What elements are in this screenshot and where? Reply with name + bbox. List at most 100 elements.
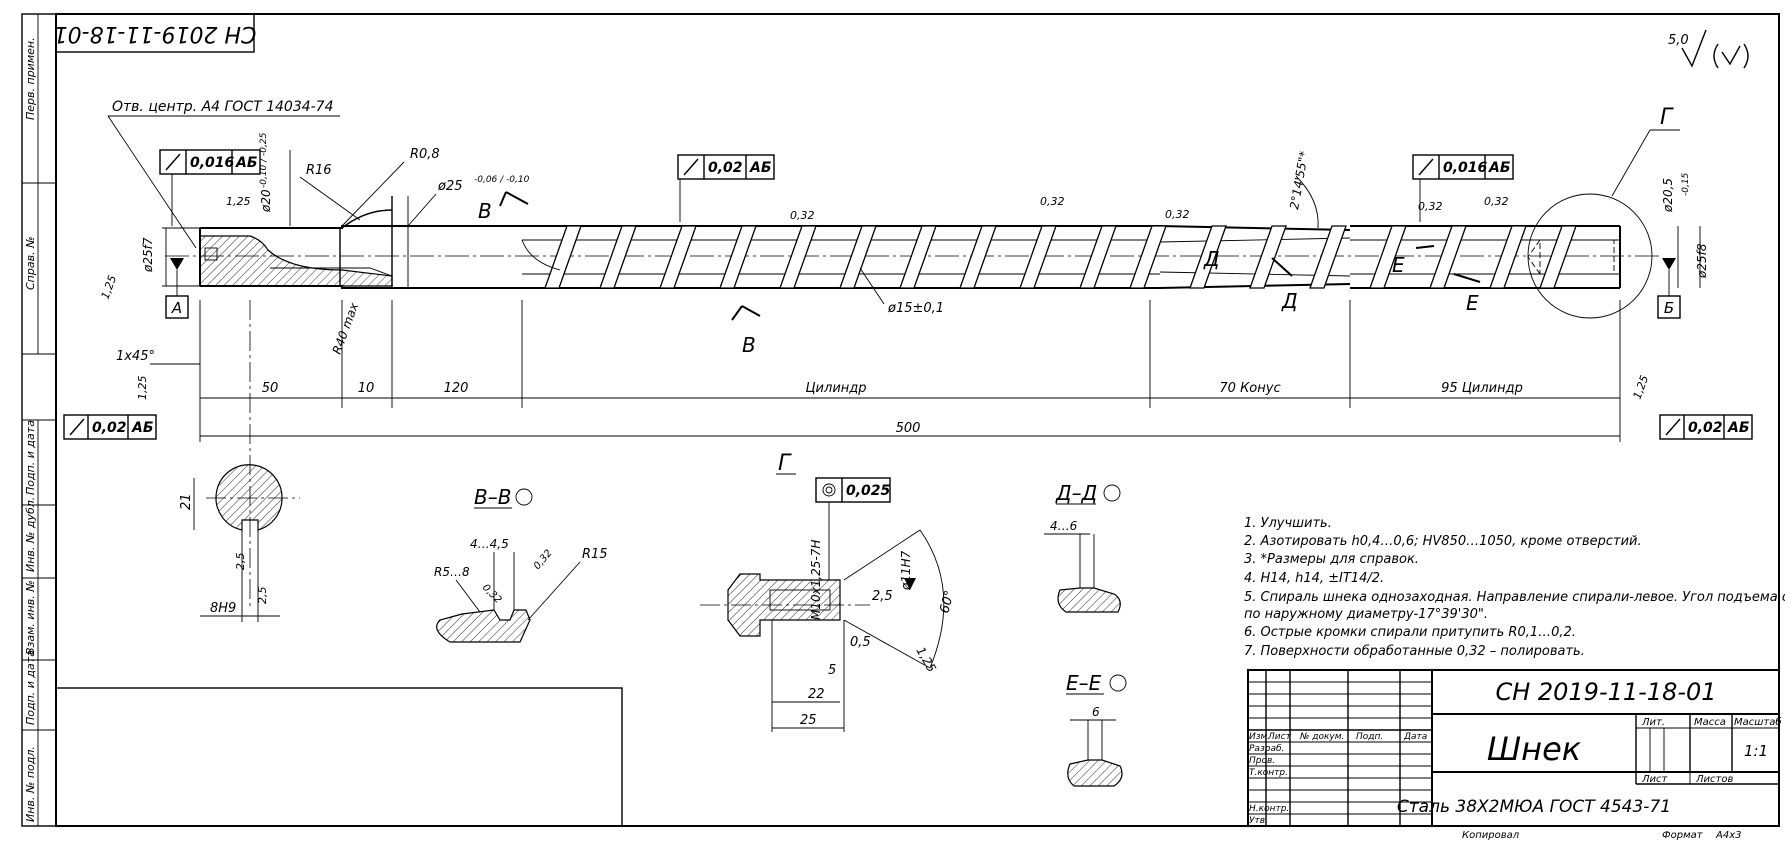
title-doc-no: СН 2019-11-18-01 (1495, 678, 1716, 706)
svg-text:1,25: 1,25 (99, 274, 120, 301)
strip-perv-primen: Перв. примен. (24, 37, 37, 120)
svg-text:АБ: АБ (749, 160, 772, 176)
section-gg: Г 0,025 M10x1,25-7H ø11H7 2,5 0,5 5 22 2… (700, 451, 958, 732)
svg-text:Дата: Дата (1403, 732, 1427, 742)
svg-text:-0,10 / -0,25: -0,10 / -0,25 (259, 132, 269, 188)
svg-text:0,32: 0,32 (1484, 195, 1509, 208)
svg-text:95 Цилиндр: 95 Цилиндр (1441, 381, 1523, 396)
svg-text:120: 120 (444, 381, 469, 396)
svg-text:0,32: 0,32 (790, 209, 815, 222)
svg-text:ø15±0,1: ø15±0,1 (887, 301, 944, 316)
flight-17 (1489, 225, 1527, 289)
helix-flights (544, 225, 1577, 289)
key-section-hatch (199, 235, 393, 287)
svg-text:0,02: 0,02 (92, 420, 127, 436)
svg-text:5. Спираль шнека однозаходная.: 5. Спираль шнека однозаходная. Направлен… (1244, 590, 1785, 605)
svg-text:А: А (171, 299, 182, 317)
svg-text:ø20,5: ø20,5 (1661, 178, 1675, 213)
format-value: А4х3 (1715, 830, 1741, 841)
svg-text:R15: R15 (582, 547, 608, 562)
svg-text:Разраб.: Разраб. (1249, 744, 1284, 754)
svg-text:0,5: 0,5 (850, 635, 871, 650)
svg-text:0,32: 0,32 (532, 548, 555, 572)
svg-text:Изм.: Изм. (1249, 732, 1270, 742)
technical-notes: 1. Улучшить. 2. Азотировать h0,4…0,6; HV… (1244, 516, 1785, 659)
svg-text:R0,8: R0,8 (410, 147, 440, 162)
svg-text:-0,15: -0,15 (1681, 172, 1691, 196)
detail-g-circle (1527, 193, 1653, 319)
svg-text:4…4,5: 4…4,5 (470, 537, 509, 551)
svg-text:по наружному диаметру-17°39'30: по наружному диаметру-17°39'30". (1244, 607, 1488, 622)
title-part-name: Шнек (1487, 730, 1582, 768)
flight-8 (959, 225, 997, 289)
svg-text:70 Конус: 70 Конус (1219, 381, 1280, 396)
flight-10 (1079, 225, 1117, 289)
svg-text:Е: Е (1466, 291, 1479, 315)
flight-3 (659, 225, 697, 289)
svg-text:Масса: Масса (1694, 717, 1726, 728)
svg-text:Б: Б (1664, 299, 1674, 317)
svg-text:В: В (742, 333, 756, 357)
svg-text:-0,06 / -0,10: -0,06 / -0,10 (474, 175, 530, 185)
svg-text:Цилиндр: Цилиндр (805, 381, 866, 396)
svg-text:АБ: АБ (1488, 160, 1511, 176)
section-markers: В В Д Д Е Е Г (478, 105, 1680, 357)
svg-text:0,32: 0,32 (480, 582, 504, 606)
flight-7 (899, 225, 937, 289)
svg-text:Г: Г (1660, 105, 1674, 130)
format-label: Формат (1662, 830, 1704, 841)
tolerance-mid: 0,02 АБ (677, 154, 775, 222)
svg-text:Утв.: Утв. (1249, 816, 1268, 826)
svg-text:22: 22 (808, 687, 825, 702)
svg-text:1,25: 1,25 (913, 645, 938, 675)
svg-text:1. Улучшить.: 1. Улучшить. (1244, 516, 1332, 531)
base-b: Б (1657, 258, 1681, 319)
svg-text:7. Поверхности обработанные 0,: 7. Поверхности обработанные 0,32 – полир… (1244, 644, 1585, 659)
svg-text:R5…8: R5…8 (434, 565, 470, 579)
svg-text:60°: 60° (937, 589, 957, 615)
svg-text:50: 50 (262, 381, 279, 396)
svg-text:Подп.: Подп. (1356, 732, 1383, 742)
svg-text:0,32: 0,32 (1418, 200, 1443, 213)
flight-4 (719, 225, 757, 289)
flight-5 (779, 225, 817, 289)
svg-text:В–В: В–В (474, 485, 511, 509)
note-center-hole: Отв. центр. А4 ГОСТ 14034-74 (112, 99, 334, 115)
svg-text:Т.контр.: Т.контр. (1249, 768, 1288, 778)
svg-text:4. H14, h14, ±IT14/2.: 4. H14, h14, ±IT14/2. (1244, 571, 1384, 586)
flight-12 (1189, 225, 1227, 289)
flight-18 (1539, 225, 1577, 289)
svg-text:Лит.: Лит. (1641, 717, 1665, 728)
svg-text:Лист: Лист (1641, 774, 1669, 785)
svg-text:АБ: АБ (1727, 420, 1750, 436)
section-ee: Е–Е 6 (1066, 671, 1127, 787)
svg-text:Д–Д: Д–Д (1055, 481, 1097, 505)
svg-text:Е: Е (1392, 253, 1405, 277)
svg-text:0,025: 0,025 (846, 483, 891, 499)
svg-text:1x45°: 1x45° (116, 349, 155, 364)
svg-text:Пров.: Пров. (1249, 756, 1275, 766)
svg-text:0,02: 0,02 (1688, 420, 1723, 436)
svg-text:6: 6 (1092, 705, 1100, 719)
svg-text:25: 25 (800, 713, 817, 728)
strip-vzam-inv: Взам. инв. № (24, 580, 37, 655)
strip-podp-data-2: Подп. и дата (24, 650, 37, 725)
strip-podp-data-1: Подп. и дата (24, 420, 37, 495)
svg-text:0,32: 0,32 (1165, 208, 1190, 221)
svg-text:3. *Размеры для справок.: 3. *Размеры для справок. (1244, 552, 1419, 567)
svg-text:2°14'55"*: 2°14'55"* (1287, 150, 1311, 211)
svg-text:ø20: ø20 (259, 189, 273, 213)
svg-text:ø25f8: ø25f8 (1695, 243, 1709, 279)
svg-text:6. Острые кромки спирали приту: 6. Острые кромки спирали притупить R0,1…… (1244, 625, 1576, 640)
svg-text:2. Азотировать h0,4…0,6; HV850: 2. Азотировать h0,4…0,6; HV850…1050, кро… (1244, 534, 1642, 549)
strip-sprav-no: Справ. № (24, 236, 37, 290)
svg-text:R16: R16 (306, 163, 332, 178)
svg-text:0,016: 0,016 (1443, 160, 1488, 176)
section-vv: В–В 4…4,5 R5…8 0,32 0,32 R15 (434, 485, 608, 643)
svg-text:21: 21 (179, 493, 194, 510)
length-dims: 50 10 120 Цилиндр 70 Конус 95 Цилиндр 50… (199, 300, 1621, 442)
svg-text:АБ: АБ (235, 155, 258, 171)
flight-13 (1249, 225, 1287, 289)
svg-text:Н.контр.: Н.контр. (1249, 804, 1289, 814)
